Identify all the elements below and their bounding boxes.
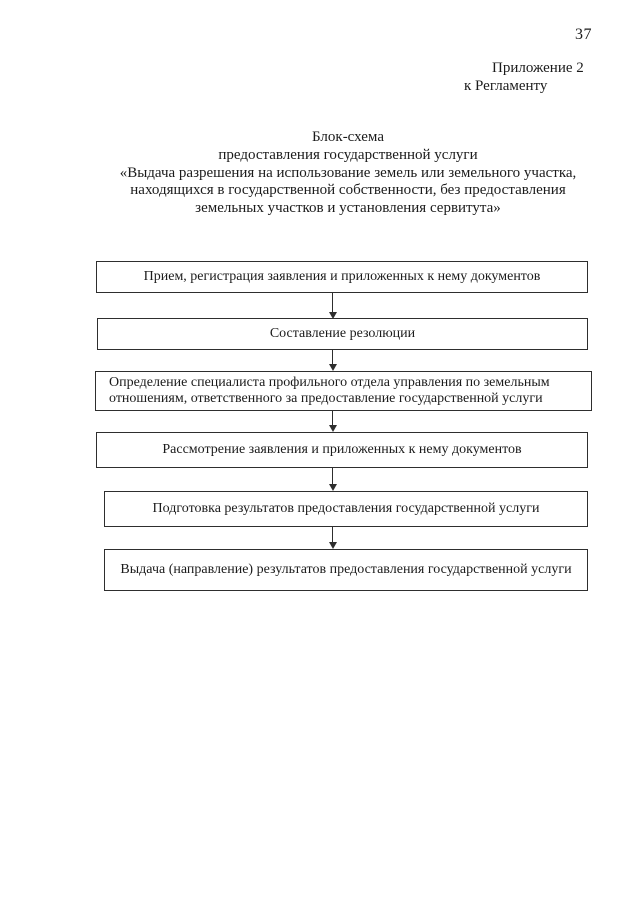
page-number: 37 [575,26,592,43]
arrow-head [328,542,337,549]
title-line-4: находящихся в государственной собственно… [130,182,566,199]
arrow-head [328,364,337,371]
annex-header: Приложение 2 к Регламенту [464,59,584,95]
flow-step-4-label: Рассмотрение заявления и приложенных к н… [162,442,522,457]
arrow-head [328,312,337,319]
flow-step-6-box: Выдача (направление) результатов предост… [104,549,588,591]
flow-step-5-label: Подготовка результатов предоставления го… [152,501,540,516]
flow-step-3-box: Определение специалиста профильного отде… [95,371,592,411]
flow-step-5-box: Подготовка результатов предоставления го… [104,491,588,527]
flow-step-4-box: Рассмотрение заявления и приложенных к н… [96,432,588,468]
flow-step-6-label: Выдача (направление) результатов предост… [120,562,572,577]
title-line-2: предоставления государственной услуги [218,146,478,163]
arrow-head [328,484,337,491]
title-line-3: «Выдача разрешения на использование земе… [119,164,577,181]
flow-step-2-label: Составление резолюции [269,326,416,341]
arrow-down-icon [328,350,337,371]
title-line-5: земельных участков и установления сервит… [195,200,501,216]
annex-line-2: к Регламенту [464,78,548,94]
title-line-1: Блок-схема [312,129,384,145]
flow-step-1-label: Прием, регистрация заявления и приложенн… [143,269,541,284]
arrow-shaft [332,411,333,427]
arrow-shaft [332,468,333,486]
arrow-down-icon [328,411,337,432]
flow-step-3-label: Определение специалиста профильного отде… [109,375,550,406]
arrow-shaft [332,293,333,314]
arrow-head [328,425,337,432]
arrow-down-icon [328,527,337,549]
arrow-shaft [332,527,333,544]
flowchart-title: Блок-схема предоставления государственно… [56,129,640,218]
flow-step-1-box: Прием, регистрация заявления и приложенн… [96,261,588,293]
arrow-shaft [332,350,333,366]
arrow-down-icon [328,293,337,319]
flow-step-2-box: Составление резолюции [97,318,588,350]
arrow-down-icon [328,468,337,491]
annex-line-1: Приложение 2 [492,60,584,76]
